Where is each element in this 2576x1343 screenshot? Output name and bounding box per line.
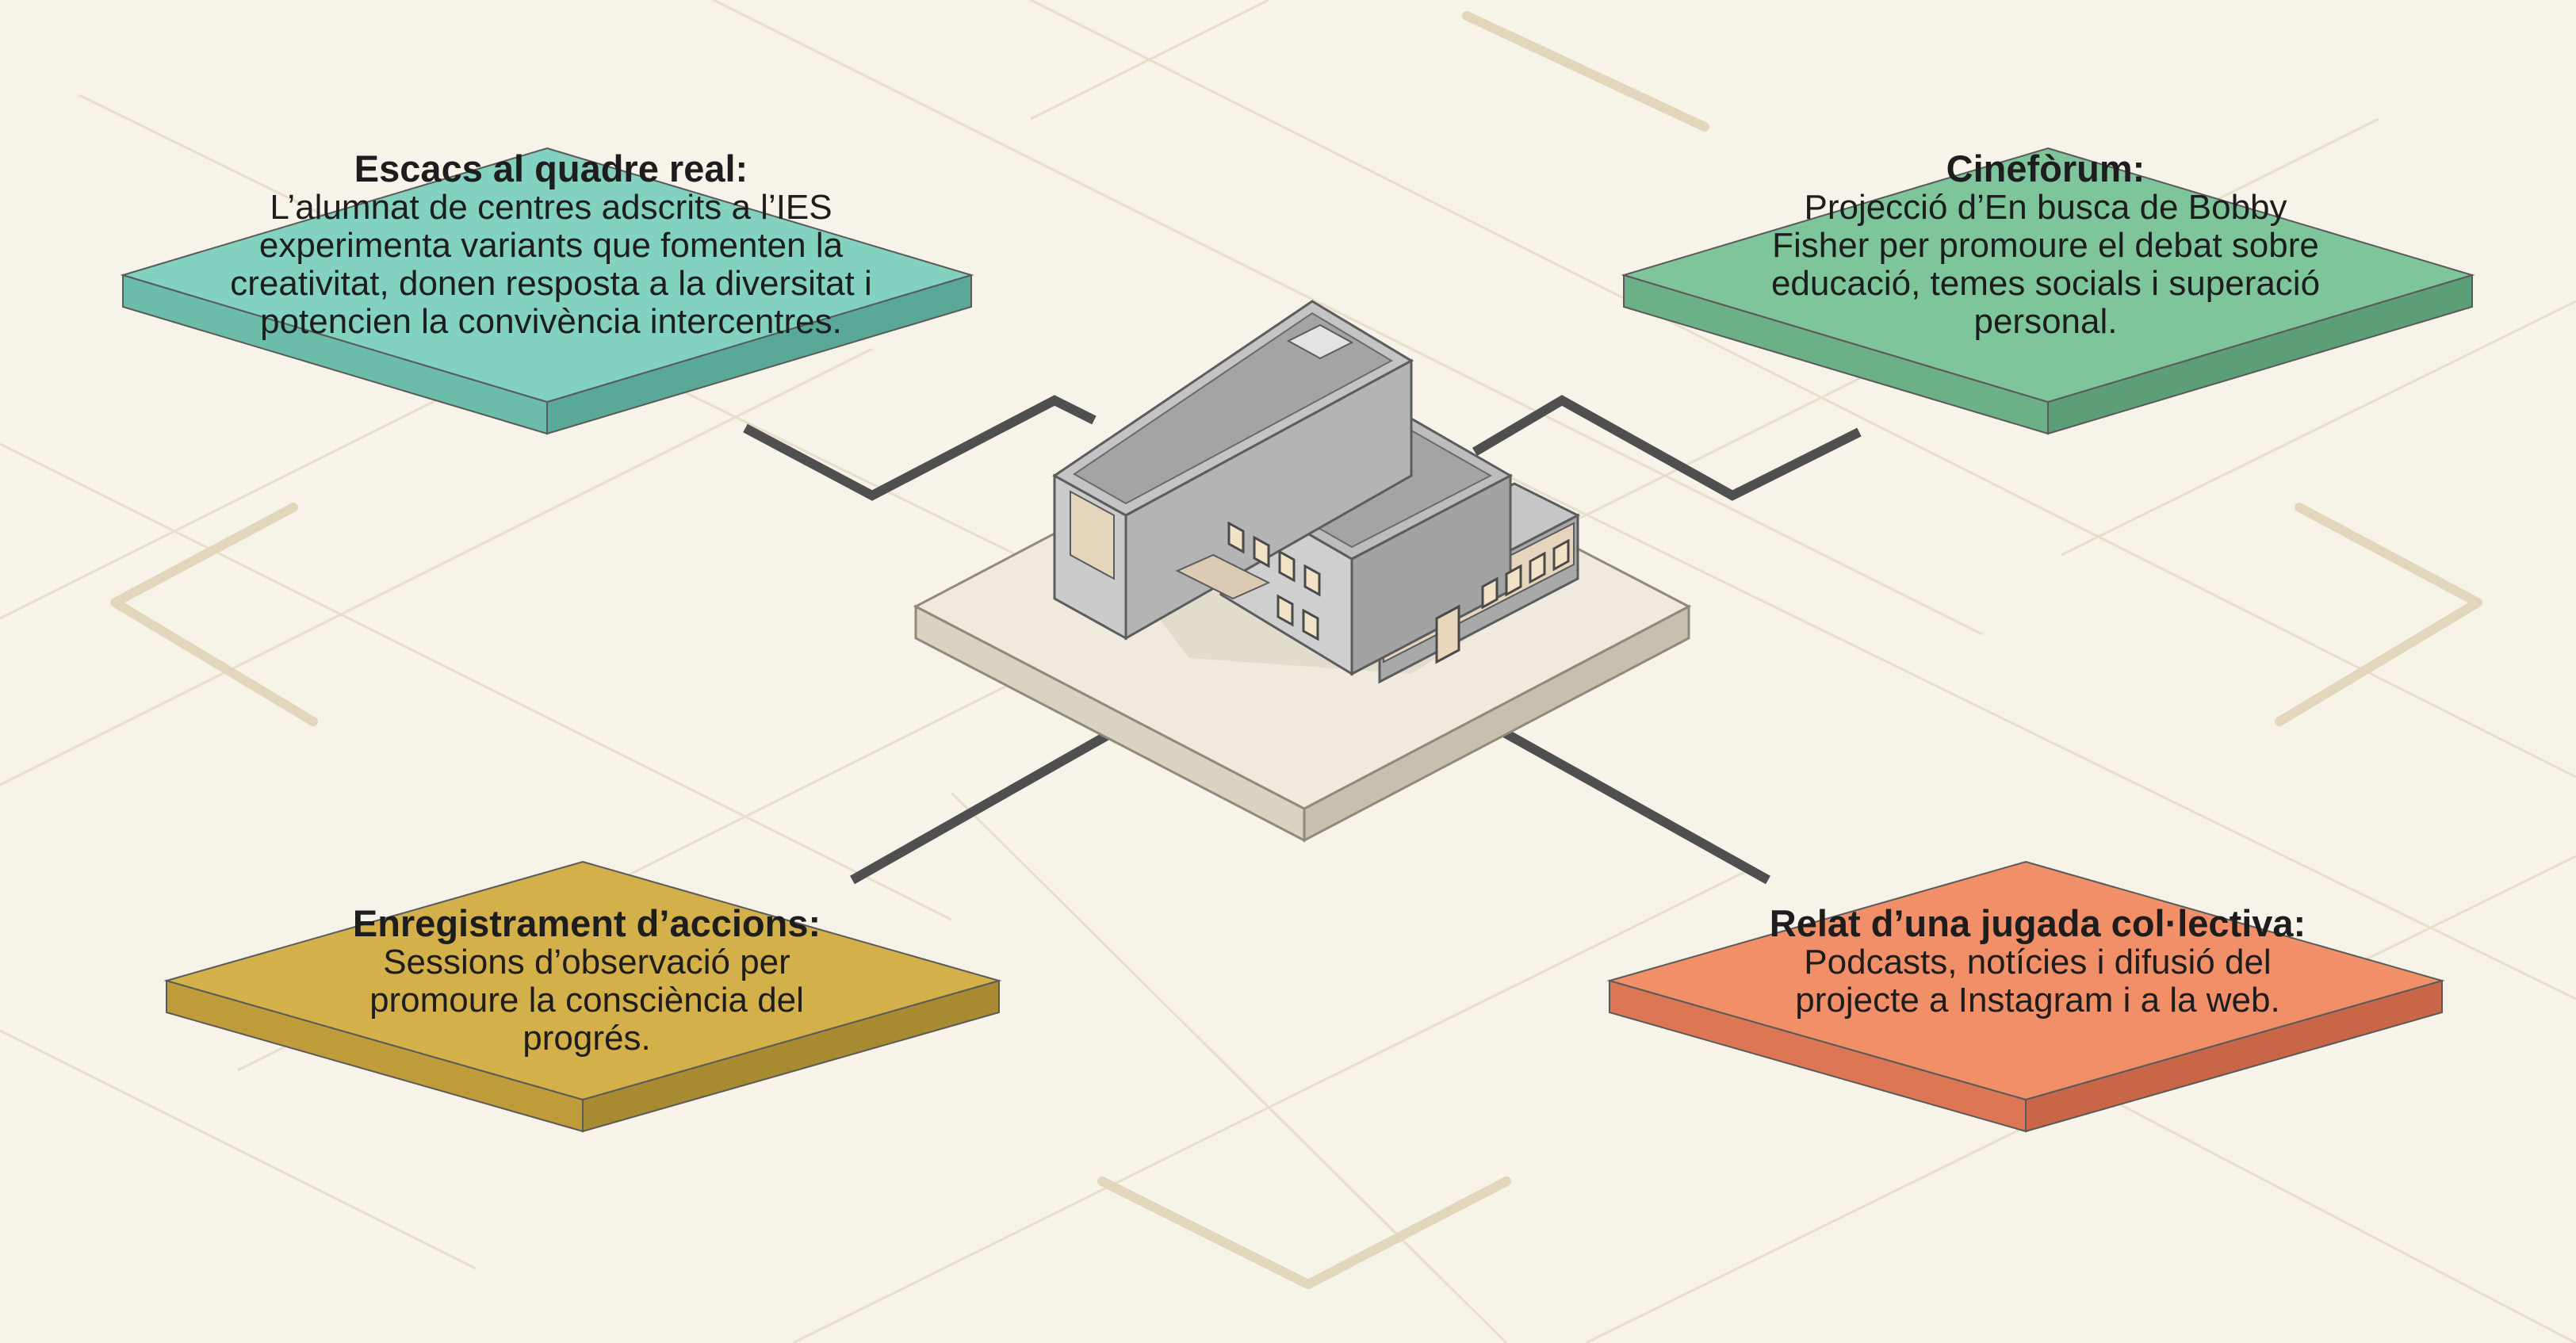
building-window	[1277, 594, 1294, 627]
panel-relat-top-face	[1606, 860, 2445, 1101]
building-window	[1481, 576, 1499, 610]
grid-line	[1030, 0, 2576, 779]
grid-line	[950, 791, 1508, 1343]
building-window	[1529, 551, 1546, 584]
building-window	[1302, 608, 1319, 641]
grid-line	[0, 1029, 477, 1270]
grid-line	[2061, 300, 2576, 557]
grid-line	[0, 442, 952, 921]
connector-line	[743, 395, 1097, 501]
panel-relat-title: Relat d’una jugada col·lectiva:	[1769, 902, 2306, 944]
building-window	[1227, 521, 1245, 554]
panel-enregistrament-text: Enregistrament d’accions: Sessions d’obs…	[325, 904, 848, 1058]
connector-lines	[743, 395, 1862, 885]
accent-chevron	[1097, 1177, 1511, 1289]
accent-chevron	[1462, 11, 1709, 132]
building-window	[1253, 535, 1270, 568]
building-annex-door	[1435, 604, 1460, 664]
school-building-icon	[1052, 300, 1581, 684]
panel-escacs-body: L’alumnat de centres adscrits a l’IES ex…	[230, 188, 872, 341]
building-entrance	[1070, 490, 1115, 580]
accent-chevron	[110, 503, 318, 726]
grid-line	[0, 347, 873, 786]
accent-chevron	[2275, 503, 2482, 726]
panel-cineforum-title: Cinefòrum:	[1946, 147, 2145, 189]
building-tall-roof-inset	[1073, 312, 1394, 505]
panel-relat-text: Relat d’una jugada col·lectiva: Podcasts…	[1752, 904, 2323, 1020]
grid-line	[792, 870, 1745, 1343]
connector-line	[1496, 725, 1770, 885]
connector-line	[1472, 395, 1862, 501]
panel-enregistrament-body: Sessions d’observació per promoure la co…	[369, 943, 804, 1058]
panel-enregistrament-top-face	[163, 860, 1002, 1101]
background-accents	[110, 11, 2482, 1289]
grid-line	[713, 0, 1983, 636]
building-canopy	[1175, 553, 1271, 600]
grid-line	[1030, 0, 1269, 121]
panel-escacs-title: Escacs al quadre real:	[354, 147, 748, 189]
panel-escacs-text: Escacs al quadre real: L’alumnat de cent…	[214, 149, 888, 341]
panel-escacs-top-face	[120, 147, 974, 404]
panel-relat-body: Podcasts, notícies i difusió del project…	[1795, 943, 2280, 1020]
panel-cineforum-top-face	[1621, 147, 2475, 404]
panel-cineforum-body: Projecció d’En busca de Bobby Fisher per…	[1770, 188, 2321, 341]
panel-enregistrament-title: Enregistrament d’accions:	[352, 902, 821, 944]
grid-line	[1506, 474, 2576, 1001]
building-window	[1303, 564, 1321, 597]
building-roof-skylight	[1286, 323, 1354, 360]
building-window	[1552, 538, 1570, 572]
building-window	[1505, 564, 1522, 597]
activity-panels	[120, 147, 2475, 1133]
building-window	[1278, 549, 1296, 583]
panel-cineforum-text: Cinefòrum: Projecció d’En busca de Bobby…	[1768, 149, 2323, 341]
connector-line	[850, 725, 1120, 885]
